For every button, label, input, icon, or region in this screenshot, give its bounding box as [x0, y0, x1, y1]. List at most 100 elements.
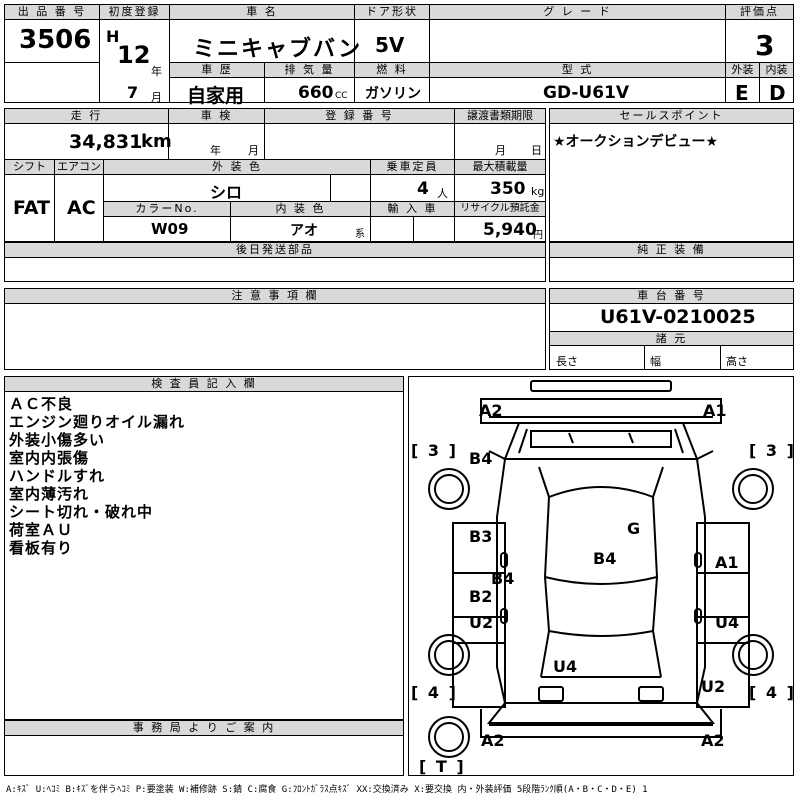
- later-parts-label: 後日発送部品: [5, 243, 545, 258]
- month-unit: 月: [151, 91, 162, 104]
- bracket-right-bottom: [ 4 ]: [749, 683, 796, 702]
- recycle-unit: 円: [533, 230, 543, 241]
- mark-b4-left-low: B4: [491, 569, 515, 588]
- inspection-year-unit: 年: [210, 144, 221, 157]
- specs-label: 諸 元: [550, 331, 793, 346]
- sales-point-panel: セールスポイント ★オークションデビュー★: [549, 108, 794, 242]
- ext-grade-label: 外装: [726, 63, 759, 78]
- inspector-note: 荷室ＡＵ: [9, 521, 74, 539]
- office-info-panel: 事 務 局 よ り ご 案 内: [4, 720, 404, 776]
- door-label: ドア形状: [355, 5, 429, 20]
- reg-month: 7: [127, 83, 139, 102]
- inspector-notes-label: 検 査 員 記 入 欄: [5, 377, 403, 392]
- displacement-label: 排 気 量: [265, 63, 354, 78]
- door-type: 5V: [375, 33, 405, 57]
- vehicle-outline-diagram: [428, 380, 774, 758]
- mark-a2-top-left: A2: [479, 401, 503, 420]
- vehicle-details-table: 走 行 34,831 km 車 検 年 月 登 録 番 号 譲渡書類期限 月 日…: [4, 108, 546, 242]
- history-value: 自家用: [187, 85, 245, 107]
- mark-a2-bottom-left: A2: [481, 731, 505, 750]
- max-load-unit: kg: [531, 185, 545, 198]
- max-load-label: 最大積載量: [455, 160, 545, 175]
- sales-point-label: セールスポイント: [550, 109, 793, 124]
- ext-color-value: シロ: [210, 183, 243, 202]
- history-label: 車 歴: [170, 63, 264, 78]
- ac-label: エアコン: [55, 160, 103, 175]
- caution-panel: 注 意 事 項 欄: [4, 288, 546, 370]
- mark-b2-left: B2: [469, 587, 493, 606]
- reg-year: 12: [117, 41, 151, 69]
- bracket-bottom-t: [ T ]: [419, 757, 466, 776]
- color-no-label: カラーNo.: [104, 202, 230, 217]
- int-color-label: 内 装 色: [231, 202, 370, 217]
- mileage-unit: km: [141, 131, 172, 152]
- ext-color-label: 外 装 色: [104, 160, 370, 175]
- inspector-note: 室内薄汚れ: [9, 485, 90, 503]
- first-reg-label: 初度登録: [100, 5, 169, 20]
- mark-u2-left: U2: [469, 613, 494, 632]
- inspector-notes-panel: 検 査 員 記 入 欄 ＡＣ不良 エンジン廻りオイル漏れ 外装小傷多い 室内内張…: [4, 376, 404, 720]
- shift-label: シフト: [5, 160, 54, 175]
- damage-code-legend: A:ｷｽﾞ U:ﾍｺﾐ B:ｷｽﾞを伴うﾍｺﾐ P:要塗装 W:補修跡 S:錆 …: [6, 785, 648, 795]
- inspection-month-unit: 月: [248, 144, 259, 157]
- width-label: 幅: [650, 355, 661, 368]
- model-value: GD-U61V: [543, 83, 630, 103]
- caution-label: 注 意 事 項 欄: [5, 289, 545, 304]
- ac-value: AC: [67, 197, 96, 219]
- capacity-label: 乗車定員: [371, 160, 454, 175]
- car-name: ミニキャブバン: [193, 37, 363, 62]
- recycle-label: リサイクル預託金: [455, 202, 545, 217]
- height-label: 高さ: [726, 355, 748, 368]
- chassis-number: U61V-0210025: [600, 306, 756, 328]
- mark-b4-center: B4: [593, 549, 617, 568]
- mark-a2-bottom-right: A2: [701, 731, 725, 750]
- mileage-label: 走 行: [5, 109, 168, 124]
- model-label: 型 式: [430, 63, 725, 78]
- capacity-value: 4: [417, 179, 429, 199]
- int-color-value: アオ: [290, 223, 318, 239]
- chassis-label: 車 台 番 号: [550, 289, 793, 304]
- chassis-panel: 車 台 番 号 U61V-0210025 諸 元 長さ 幅 高さ: [549, 288, 794, 370]
- transfer-deadline-label: 譲渡書類期限: [455, 109, 545, 124]
- color-no-value: W09: [151, 220, 189, 238]
- int-color-suffix: 系: [355, 229, 365, 240]
- length-label: 長さ: [556, 355, 578, 368]
- fuel-value: ガソリン: [365, 86, 421, 102]
- grade-label: グ レ ー ド: [430, 5, 725, 20]
- score-label: 評価点: [726, 5, 793, 20]
- int-grade-value: D: [769, 81, 786, 105]
- shift-value: FAT: [13, 197, 50, 219]
- inspector-note: ＡＣ不良: [9, 395, 74, 413]
- score-value: 3: [755, 29, 775, 62]
- year-unit: 年: [151, 65, 162, 78]
- mark-u2-right: U2: [701, 677, 726, 696]
- mark-b3-left: B3: [469, 527, 493, 546]
- standard-equipment-panel: 純 正 装 備: [549, 242, 794, 282]
- bracket-left-bottom: [ 4 ]: [411, 683, 458, 702]
- office-info-label: 事 務 局 よ り ご 案 内: [5, 721, 403, 736]
- inspector-note: エンジン廻りオイル漏れ: [9, 413, 186, 431]
- mileage-value: 34,831: [69, 131, 143, 153]
- displacement-unit: CC: [335, 91, 348, 101]
- sales-point-text: ★オークションデビュー★: [553, 134, 719, 150]
- reg-no-label: 登 録 番 号: [265, 109, 454, 124]
- inspector-note: 看板有り: [9, 539, 74, 557]
- standard-equipment-label: 純 正 装 備: [550, 243, 793, 258]
- lot-label: 出 品 番 号: [5, 5, 99, 20]
- displacement-value: 660: [298, 83, 334, 103]
- int-grade-label: 内装: [760, 63, 793, 78]
- bracket-left-top: [ 3 ]: [411, 441, 458, 460]
- inspector-note: 室内内張傷: [9, 449, 90, 467]
- car-name-label: 車 名: [170, 5, 354, 20]
- mark-a1-top-right: A1: [703, 401, 727, 420]
- lot-number: 3506: [19, 25, 92, 55]
- transfer-month-unit: 月: [495, 144, 506, 157]
- inspection-label: 車 検: [169, 109, 264, 124]
- max-load-value: 350: [490, 179, 526, 199]
- mark-u4-right: U4: [715, 613, 740, 632]
- inspector-note: 外装小傷多い: [9, 431, 106, 449]
- mark-u4-bottom: U4: [553, 657, 578, 676]
- recycle-value: 5,940: [483, 220, 537, 240]
- capacity-unit: 人: [437, 187, 448, 200]
- damage-diagram-panel: A2 A1 B4 G B3 B4 A1 B4 B2 U2 U4 U4 U2 A2…: [408, 376, 794, 776]
